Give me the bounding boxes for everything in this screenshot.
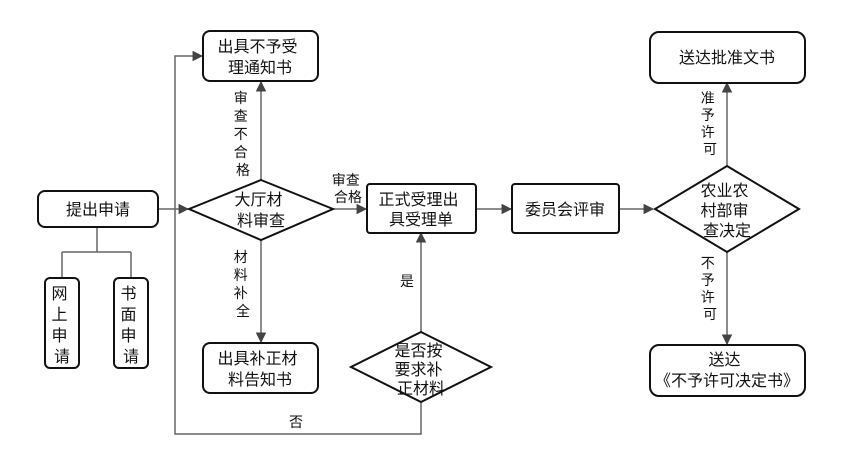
node-review-hall: 大厅材 料审查: [186, 178, 336, 242]
node-formal-accept-label: 正式受理出 具受理单: [378, 190, 463, 229]
label-supplement: 材 料 补 全: [234, 250, 252, 320]
connectors: [61, 50, 733, 435]
node-ministry-decision: 农业农 村部审 查决定: [653, 164, 801, 254]
node-committee-label: 委员会评审: [525, 200, 605, 219]
node-committee: 委员会评审: [511, 183, 620, 234]
node-apply-label: 提出申请: [66, 200, 130, 219]
node-supplement-notice-label: 出具补正材 料告知书: [217, 349, 302, 389]
node-not-accept-label: 出具不予受 理通知书: [217, 37, 302, 77]
node-online: 网 上 申 请: [44, 277, 80, 369]
label-fail: 审 查 不 合 格: [234, 91, 252, 179]
label-yes: 是: [400, 274, 414, 290]
label-reject: 不 予 许 可: [701, 256, 719, 323]
node-not-accept: 出具不予受 理通知书: [202, 30, 319, 82]
label-approve: 准 予 许 可: [701, 91, 719, 158]
arrow-no-loop: [174, 50, 422, 435]
label-pass: 审查 合格: [332, 173, 364, 206]
node-paper-label: 书 面 申 请: [120, 284, 141, 366]
node-formal-accept: 正式受理出 具受理单: [366, 183, 477, 234]
label-no: 否: [289, 415, 303, 431]
node-apply: 提出申请: [37, 190, 159, 228]
node-online-label: 网 上 申 请: [51, 284, 72, 366]
node-supplement-notice: 出具补正材 料告知书: [202, 342, 319, 394]
node-approval-doc: 送达批准文书: [649, 31, 806, 84]
node-paper: 书 面 申 请: [113, 277, 149, 369]
node-reject-doc: 送达 《不予许可决定书》: [649, 344, 806, 397]
node-ministry-decision-label: 农业农 村部审 查决定: [700, 181, 753, 240]
node-reject-doc-label: 送达 《不予许可决定书》: [655, 350, 799, 390]
node-approval-doc-label: 送达批准文书: [679, 48, 775, 67]
node-review-hall-label: 大厅材 料审查: [234, 190, 287, 230]
node-supplement-check-label: 是否按 要求补 正材料: [394, 341, 447, 398]
node-supplement-check: 是否按 要求补 正材料: [348, 330, 494, 404]
